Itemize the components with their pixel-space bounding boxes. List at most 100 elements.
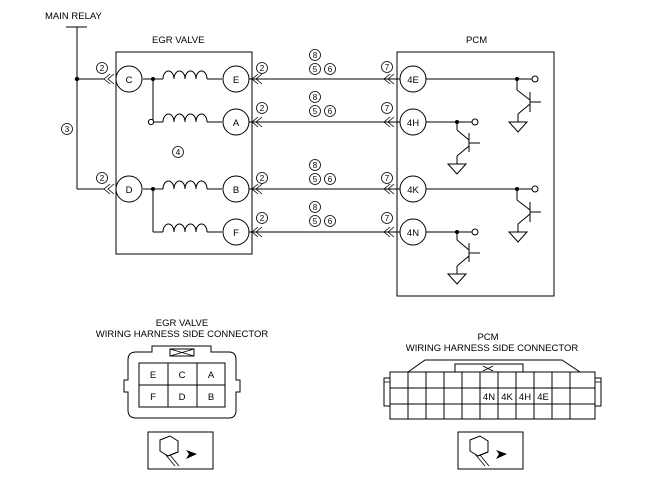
svg-text:6: 6 bbox=[328, 65, 333, 74]
callouts: 2 2 3 4 2 2 2 2 8 5 6 8 5 6 8 5 6 8 5 6 … bbox=[61, 49, 393, 227]
callout-5: 5 bbox=[309, 173, 321, 185]
egr-pin-D: D bbox=[115, 175, 143, 203]
pcm-pin-4N: 4N bbox=[399, 218, 427, 246]
egr-valve-box bbox=[115, 51, 253, 255]
callout-7: 7 bbox=[381, 61, 393, 73]
svg-text:E: E bbox=[233, 75, 239, 86]
svg-text:A: A bbox=[233, 118, 240, 129]
egr-pin-B: B bbox=[222, 175, 250, 203]
svg-text:6: 6 bbox=[328, 217, 333, 226]
transistor-icon bbox=[426, 75, 541, 122]
svg-text:4N: 4N bbox=[407, 228, 419, 239]
svg-text:B: B bbox=[208, 392, 214, 403]
svg-text:2: 2 bbox=[100, 64, 105, 73]
ground-icon bbox=[446, 273, 468, 285]
egr-pin-A: A bbox=[222, 108, 250, 136]
svg-text:D: D bbox=[126, 185, 133, 196]
svg-text:2: 2 bbox=[260, 104, 265, 113]
svg-text:4K: 4K bbox=[407, 185, 419, 196]
egr-connector-title-1: EGR VALVE bbox=[156, 318, 208, 329]
svg-text:2: 2 bbox=[260, 174, 265, 183]
svg-text:2: 2 bbox=[100, 174, 105, 183]
egr-pin-E: E bbox=[222, 65, 250, 93]
svg-text:5: 5 bbox=[313, 65, 318, 74]
svg-text:4H: 4H bbox=[519, 392, 531, 403]
svg-text:8: 8 bbox=[313, 93, 318, 102]
svg-text:4K: 4K bbox=[501, 392, 513, 403]
callout-5: 5 bbox=[309, 215, 321, 227]
svg-text:7: 7 bbox=[385, 104, 390, 113]
main-relay-line bbox=[66, 26, 104, 190]
callout-3: 3 bbox=[61, 123, 73, 135]
callout-2: 2 bbox=[256, 102, 268, 114]
callout-2: 2 bbox=[256, 212, 268, 224]
ground-icon bbox=[507, 121, 529, 133]
double-arrow-connector-icon bbox=[103, 183, 115, 195]
svg-text:C: C bbox=[126, 75, 133, 86]
svg-text:4E: 4E bbox=[407, 75, 419, 86]
svg-text:5: 5 bbox=[313, 217, 318, 226]
coil-icon bbox=[162, 223, 208, 233]
svg-text:F: F bbox=[150, 392, 156, 403]
svg-text:5: 5 bbox=[313, 107, 318, 116]
pcm-connector: 4N 4K 4H 4E bbox=[383, 359, 602, 420]
double-arrow-connector-icon bbox=[103, 73, 115, 85]
callout-6: 6 bbox=[324, 173, 336, 185]
pcm-connector-title-1: PCM bbox=[477, 332, 498, 343]
callout-7: 7 bbox=[381, 172, 393, 184]
svg-text:F: F bbox=[233, 228, 239, 239]
callout-8: 8 bbox=[309, 49, 321, 61]
pcm-connector-title-2: WIRING HARNESS SIDE CONNECTOR bbox=[406, 343, 579, 354]
svg-text:C: C bbox=[179, 370, 186, 381]
pcm-box bbox=[396, 51, 555, 297]
callout-6: 6 bbox=[324, 215, 336, 227]
callout-8: 8 bbox=[309, 201, 321, 213]
svg-text:8: 8 bbox=[313, 161, 318, 170]
signal-wires bbox=[249, 78, 400, 233]
callout-6: 6 bbox=[324, 63, 336, 75]
connector-arrow-icon bbox=[457, 431, 524, 470]
svg-text:3: 3 bbox=[65, 125, 70, 134]
callout-5: 5 bbox=[309, 63, 321, 75]
svg-text:6: 6 bbox=[328, 107, 333, 116]
callout-4: 4 bbox=[172, 146, 184, 158]
svg-text:E: E bbox=[150, 370, 156, 381]
svg-text:B: B bbox=[233, 185, 239, 196]
svg-text:7: 7 bbox=[385, 63, 390, 72]
svg-text:6: 6 bbox=[328, 175, 333, 184]
egr-pin-F: F bbox=[222, 218, 250, 246]
callout-7: 7 bbox=[381, 212, 393, 224]
svg-text:A: A bbox=[208, 370, 215, 381]
pcm-pin-4E: 4E bbox=[399, 65, 427, 93]
callout-5: 5 bbox=[309, 105, 321, 117]
egr-connector: E C A F D B bbox=[123, 345, 241, 419]
pcm-pin-4H: 4H bbox=[399, 108, 427, 136]
callout-2: 2 bbox=[256, 172, 268, 184]
svg-text:7: 7 bbox=[385, 174, 390, 183]
svg-text:4E: 4E bbox=[537, 392, 549, 403]
svg-text:D: D bbox=[179, 392, 186, 403]
callout-8: 8 bbox=[309, 91, 321, 103]
pcm-title: PCM bbox=[466, 35, 487, 46]
coil-icon bbox=[162, 113, 208, 123]
callout-2: 2 bbox=[96, 172, 108, 184]
transistor-icon bbox=[426, 118, 480, 164]
egr-valve-title: EGR VALVE bbox=[152, 35, 204, 46]
callout-6: 6 bbox=[324, 105, 336, 117]
ground-icon bbox=[507, 231, 529, 243]
callout-7: 7 bbox=[381, 102, 393, 114]
svg-text:2: 2 bbox=[260, 64, 265, 73]
svg-text:5: 5 bbox=[313, 175, 318, 184]
connector-arrow-icon bbox=[147, 431, 214, 470]
main-relay-label: MAIN RELAY bbox=[45, 11, 103, 22]
double-arrow-connector-icon bbox=[383, 73, 395, 238]
svg-text:4H: 4H bbox=[407, 118, 419, 129]
egr-connector-title-2: WIRING HARNESS SIDE CONNECTOR bbox=[96, 329, 269, 340]
transistor-icon bbox=[426, 228, 480, 274]
egr-pin-C: C bbox=[115, 65, 143, 93]
ground-icon bbox=[446, 163, 468, 175]
svg-text:7: 7 bbox=[385, 214, 390, 223]
svg-text:4N: 4N bbox=[483, 392, 495, 403]
svg-text:4: 4 bbox=[176, 148, 181, 157]
